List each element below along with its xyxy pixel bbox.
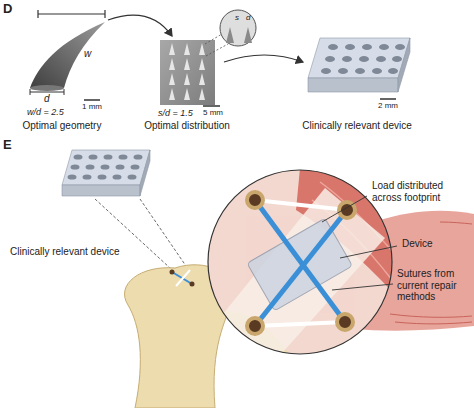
zoom-figure: [200, 160, 400, 372]
callout-label: Device: [402, 238, 433, 250]
muscle-fibers: [390, 222, 472, 324]
ratio-label: w/d = 2.5: [27, 107, 64, 117]
dimension-label: d: [246, 13, 250, 22]
dimension-label: w: [84, 48, 91, 60]
panel-letter: E: [3, 138, 12, 153]
caption-label: Optimal geometry: [23, 120, 102, 132]
callout-label: Clinically relevant device: [10, 246, 120, 258]
dimension-label: d: [44, 93, 50, 105]
suture-figure: [170, 270, 195, 287]
callout-label: Sutures from current repair methods: [397, 268, 471, 303]
device-figure: [308, 38, 410, 99]
scale-label: 5 mm: [203, 108, 223, 117]
caption-label: Clinically relevant device: [302, 120, 412, 132]
ratio-label: s/d = 1.5: [158, 108, 193, 118]
dimension-label: s: [235, 13, 239, 22]
leader-lines: [322, 196, 397, 290]
scale-label: 2 mm: [378, 101, 398, 110]
callout-label: Load distributed across footprint: [372, 180, 464, 203]
caption-label: Optimal distribution: [144, 120, 230, 132]
flow-arrow: [108, 15, 172, 36]
zoom-outline: [208, 170, 392, 354]
flow-arrow: [224, 55, 303, 62]
scale-label: 1 mm: [82, 102, 102, 111]
patch-figure: [160, 10, 256, 106]
claw-figure: [30, 10, 105, 100]
panel-letter: D: [3, 2, 12, 17]
